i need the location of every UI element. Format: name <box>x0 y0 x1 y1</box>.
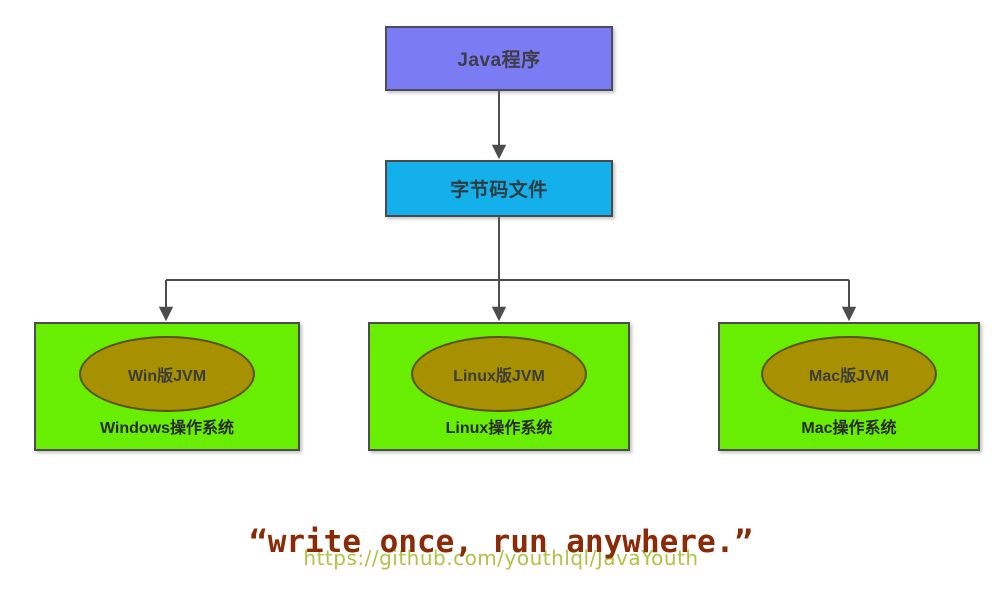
os-box-mac: Mac版JVM Mac操作系统 <box>718 322 980 451</box>
java-program-label: Java程序 <box>457 50 541 71</box>
jvm-label-mac: Mac版JVM <box>808 368 890 385</box>
quote-text: “write once, run anywhere.” <box>249 524 753 560</box>
watermark-text: https://github.com/youthlql/JavaYouth <box>303 546 699 570</box>
jvm-label-windows: Win版JVM <box>127 368 207 385</box>
jvm-ellipse-windows: Win版JVM <box>79 336 255 412</box>
java-program-box: Java程序 <box>385 26 613 91</box>
os-box-windows: Win版JVM Windows操作系统 <box>34 322 300 451</box>
bytecode-file-box: 字节码文件 <box>385 160 613 217</box>
jvm-ellipse-mac: Mac版JVM <box>761 336 937 412</box>
os-label-windows: Windows操作系统 <box>99 420 235 437</box>
jvm-ellipse-linux: Linux版JVM <box>411 336 587 412</box>
jvm-label-linux: Linux版JVM <box>453 368 545 385</box>
os-box-linux: Linux版JVM Linux操作系统 <box>368 322 630 451</box>
os-label-mac: Mac操作系统 <box>801 420 897 437</box>
footer-area: https://github.com/youthlql/JavaYouth “w… <box>0 524 1002 584</box>
os-label-linux: Linux操作系统 <box>445 420 553 437</box>
bytecode-file-label: 字节码文件 <box>450 180 548 201</box>
